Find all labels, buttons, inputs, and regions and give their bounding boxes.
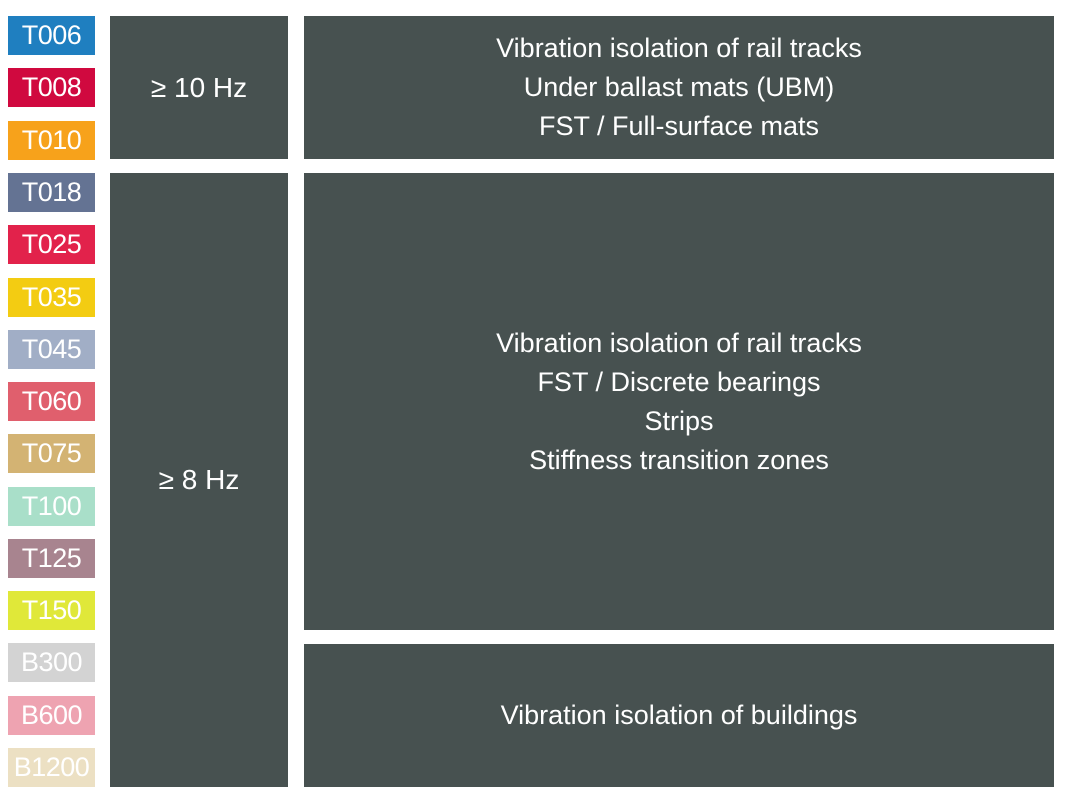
grade-swatch-t010: T010 <box>8 121 95 160</box>
frequency-label: ≥ 10 Hz <box>150 71 248 103</box>
application-line: FST / Full-surface mats <box>538 111 820 141</box>
grade-swatch-b300: B300 <box>8 643 95 682</box>
application-box-ubm: Vibration isolation of rail tracks Under… <box>304 16 1054 159</box>
grade-swatch-b600: B600 <box>8 696 95 735</box>
grade-swatch-t100: T100 <box>8 487 95 526</box>
grade-swatch-t075: T075 <box>8 434 95 473</box>
grade-swatch-t006: T006 <box>8 16 95 55</box>
grade-swatch-t025: T025 <box>8 225 95 264</box>
application-line: Strips <box>644 405 714 436</box>
frequency-label: ≥ 8 Hz <box>158 464 240 495</box>
application-line: Under ballast mats (UBM) <box>523 72 835 102</box>
application-line: Vibration isolation of rail tracks <box>496 327 862 358</box>
grade-swatch-t018: T018 <box>8 173 95 212</box>
application-line: Vibration isolation of buildings <box>500 700 858 730</box>
grade-swatch-t045: T045 <box>8 330 95 369</box>
frequency-box-8hz: ≥ 8 Hz <box>110 173 288 787</box>
grade-swatch-t035: T035 <box>8 278 95 317</box>
grade-swatch-b1200: B1200 <box>8 748 95 787</box>
grade-swatch-t150: T150 <box>8 591 95 630</box>
grade-swatch-t060: T060 <box>8 382 95 421</box>
application-line: Stiffness transition zones <box>529 444 829 475</box>
grade-swatch-t125: T125 <box>8 539 95 578</box>
application-box-discrete-bearings: Vibration isolation of rail tracks FST /… <box>304 173 1054 630</box>
frequency-box-10hz: ≥ 10 Hz <box>110 16 288 159</box>
application-box-buildings: Vibration isolation of buildings <box>304 644 1054 787</box>
application-line: FST / Discrete bearings <box>537 366 821 397</box>
application-line: Vibration isolation of rail tracks <box>496 33 862 63</box>
grade-swatch-t008: T008 <box>8 68 95 107</box>
